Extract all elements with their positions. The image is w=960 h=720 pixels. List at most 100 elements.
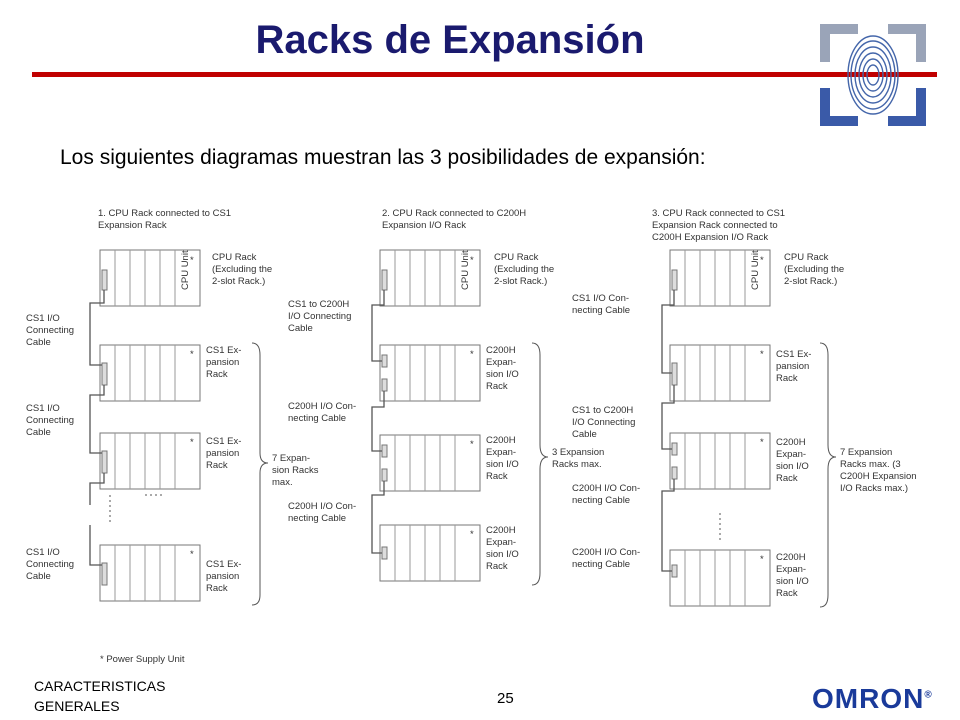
d1-cs1io-c-l1: CS1 I/O — [26, 547, 60, 558]
d3-cs1io-l2: necting Cable — [572, 305, 630, 316]
d2-cable-path — [371, 290, 385, 554]
d2-exp-b-l3: sion I/O — [486, 459, 519, 470]
d2-cpu-rack-l1: CPU Rack — [494, 252, 539, 263]
d1-cpu-rack — [99, 249, 201, 307]
d3-cable-path — [661, 290, 675, 572]
d3-c200h-a-l3: sion I/O — [776, 461, 809, 472]
d2-exp-b-l4: Rack — [486, 471, 508, 482]
d1-cs1exp-b-l2: pansion — [206, 448, 239, 459]
d1-exp-rack-3 — [99, 544, 201, 602]
d3-c200hcon-b-l1: C200H I/O Con- — [572, 547, 640, 558]
d2-exp-b-l1: C200H — [486, 435, 516, 446]
page-title: Racks de Expansión — [255, 18, 645, 62]
d1-cs1io-b-l1: CS1 I/O — [26, 403, 60, 414]
d2-cs1c200h-l1: CS1 to C200H — [288, 299, 349, 310]
d2-c200hcon-a-l2: necting Cable — [288, 413, 346, 424]
d1-exp-rack-2 — [99, 432, 201, 490]
footer-line-2: GENERALES — [34, 698, 120, 714]
d3-cs1io-l1: CS1 I/O Con- — [572, 293, 629, 304]
d1-cpu-rack-l1: CPU Rack — [212, 252, 257, 263]
d1-cs1exp-c-l3: Rack — [206, 583, 228, 594]
d3-star-4: * — [760, 554, 764, 565]
d2-c200hcon-b-l2: necting Cable — [288, 513, 346, 524]
d2-title-line2: Expansion I/O Rack — [382, 220, 466, 231]
d3-star-2: * — [760, 349, 764, 360]
d2-exp-c-l1: C200H — [486, 525, 516, 536]
d1-cs1exp-c-l1: CS1 Ex- — [206, 559, 241, 570]
d3-c200h-a-l2: Expan- — [776, 449, 806, 460]
d3-c200h-rack-1 — [669, 432, 771, 490]
d3-c200hcon-a-l1: C200H I/O Con- — [572, 483, 640, 494]
d1-brace — [251, 342, 269, 606]
d1-cable-path — [89, 290, 105, 566]
d2-cs1c200h-l3: Cable — [288, 323, 313, 334]
d1-cs1exp-b-l3: Rack — [206, 460, 228, 471]
omron-wordmark: OMRON — [812, 683, 925, 714]
d1-cs1io-a-l2: Connecting — [26, 325, 74, 336]
page-number: 25 — [497, 690, 514, 707]
d3-cs1c200h-l2: I/O Connecting — [572, 417, 635, 428]
d2-exp-a-l2: Expan- — [486, 357, 516, 368]
d2-3exp-l2: Racks max. — [552, 459, 602, 470]
d3-star-1: * — [760, 255, 764, 266]
d1-title-line2: Expansion Rack — [98, 220, 167, 231]
d1-star-2: * — [190, 349, 194, 360]
d1-star-3: * — [190, 437, 194, 448]
d3-cpu-rack-l2: (Excluding the — [784, 264, 844, 275]
d3-cpu-rack-l3: 2-slot Rack.) — [784, 276, 837, 287]
d2-star-4: * — [470, 529, 474, 540]
d3-title-line1: 3. CPU Rack connected to CS1 — [652, 208, 785, 219]
d2-brace — [531, 342, 549, 586]
d1-7exp-l2: sion Racks — [272, 465, 319, 476]
d3-c200hcon-a-l2: necting Cable — [572, 495, 630, 506]
d2-cpu-rack-l2: (Excluding the — [494, 264, 554, 275]
power-supply-note: * Power Supply Unit — [100, 654, 185, 665]
d2-exp-c-l4: Rack — [486, 561, 508, 572]
d3-c200h-b-l3: sion I/O — [776, 576, 809, 587]
d3-7exp-l2: Racks max. (3 — [840, 459, 901, 470]
d2-c200h-rack-3 — [379, 524, 481, 582]
d1-cs1exp-b-l1: CS1 Ex- — [206, 436, 241, 447]
d3-cpu-unit-label: CPU Unit — [750, 250, 761, 290]
d2-exp-c-l2: Expan- — [486, 537, 516, 548]
d2-3exp-l1: 3 Expansion — [552, 447, 604, 458]
footer-line-1: CARACTERISTICAS — [34, 678, 166, 694]
d3-cs1c200h-l1: CS1 to C200H — [572, 405, 633, 416]
d3-cs1-rack — [669, 344, 771, 402]
d2-cpu-rack-l3: 2-slot Rack.) — [494, 276, 547, 287]
d1-cpu-rack-l2: (Excluding the — [212, 264, 272, 275]
d3-c200hcon-b-l2: necting Cable — [572, 559, 630, 570]
d2-star-1: * — [470, 255, 474, 266]
d2-exp-c-l3: sion I/O — [486, 549, 519, 560]
d2-exp-a-l1: C200H — [486, 345, 516, 356]
d2-title-line1: 2. CPU Rack connected to C200H — [382, 208, 526, 219]
d3-cs1c200h-l3: Cable — [572, 429, 597, 440]
d2-exp-a-l3: sion I/O — [486, 369, 519, 380]
d1-cs1exp-a-l1: CS1 Ex- — [206, 345, 241, 356]
d1-cpu-unit-label: CPU Unit — [180, 250, 191, 290]
d1-cs1io-c-l3: Cable — [26, 571, 51, 582]
d2-c200h-rack-2 — [379, 434, 481, 492]
d2-star-3: * — [470, 439, 474, 450]
d3-7exp-l3: C200H Expansion — [840, 471, 917, 482]
d1-cs1io-b-l3: Cable — [26, 427, 51, 438]
footer-section-label: CARACTERISTICAS GENERALES — [34, 676, 165, 716]
registered-mark: ® — [924, 689, 933, 701]
omron-logo: OMRON® — [812, 683, 933, 715]
d1-7exp-l1: 7 Expan- — [272, 453, 310, 464]
d3-c200h-b-l2: Expan- — [776, 564, 806, 575]
d3-title-line3: C200H Expansion I/O Rack — [652, 232, 768, 243]
d3-c200h-a-l4: Rack — [776, 473, 798, 484]
fingerprint-logo — [814, 18, 932, 132]
d3-cs1exp-l2: pansion — [776, 361, 809, 372]
d2-c200h-rack-1 — [379, 344, 481, 402]
d1-cs1io-a-l1: CS1 I/O — [26, 313, 60, 324]
d1-cs1exp-a-l3: Rack — [206, 369, 228, 380]
d1-7exp-l3: max. — [272, 477, 293, 488]
d1-cs1io-c-l2: Connecting — [26, 559, 74, 570]
d3-cs1exp-l3: Rack — [776, 373, 798, 384]
d2-star-2: * — [470, 349, 474, 360]
expansion-diagram: 1. CPU Rack connected to CS1 Expansion R… — [20, 195, 917, 675]
d3-cs1exp-l1: CS1 Ex- — [776, 349, 811, 360]
subtitle: Los siguientes diagramas muestran las 3 … — [60, 146, 706, 169]
